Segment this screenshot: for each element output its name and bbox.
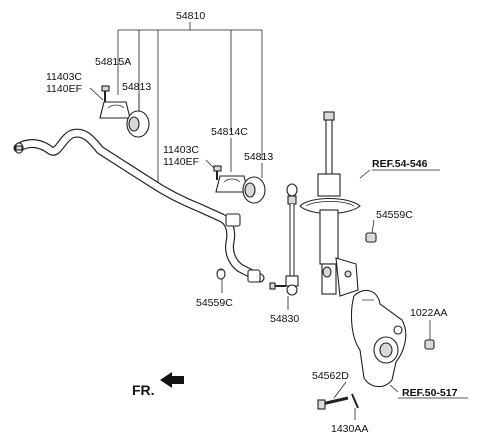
label-nut-knuckle: 1022AA <box>410 307 447 319</box>
label-bolt-left-a: 11403C <box>46 71 82 83</box>
label-bushing-right: 54813 <box>244 151 273 163</box>
bolt-knuckle-part <box>317 396 349 410</box>
label-strut-ref: REF.54-546 <box>372 158 428 170</box>
pin-part <box>351 393 359 409</box>
label-direction: FR. <box>132 382 155 398</box>
front-direction-arrow-icon <box>160 372 184 388</box>
bolt-left-part <box>101 85 110 102</box>
label-assembly: 54810 <box>176 10 205 22</box>
bracket-left-part <box>99 101 131 119</box>
label-nut-upper: 54559C <box>376 209 413 221</box>
label-bolt-knuckle: 54562D <box>312 370 349 382</box>
label-bushing-left: 54813 <box>122 81 151 93</box>
nut-lower-part <box>216 268 226 280</box>
strut-part <box>299 111 361 297</box>
bracket-right-part <box>215 175 249 193</box>
label-bolt-right-a: 11403C <box>163 144 199 156</box>
stabilizer-link-part <box>269 183 299 296</box>
label-link: 54830 <box>270 313 299 325</box>
label-knuckle-ref: REF.50-517 <box>402 387 458 399</box>
bushing-left-part <box>126 110 150 138</box>
label-bracket-right: 54814C <box>211 126 248 138</box>
label-bolt-right-b: 1140EF <box>163 156 199 168</box>
nut-upper-part <box>365 232 377 243</box>
label-bracket-left: 54815A <box>95 56 131 68</box>
label-bolt-left-b: 1140EF <box>46 83 82 95</box>
label-pin: 1430AA <box>331 423 368 435</box>
label-nut-lower: 54559C <box>196 297 233 309</box>
bolt-right-part <box>213 165 222 180</box>
assembly-leader-lines <box>89 22 431 420</box>
bushing-right-part <box>242 176 266 204</box>
knuckle-part <box>350 289 407 388</box>
stabilizer-bar <box>13 128 265 283</box>
nut-knuckle-part <box>424 339 435 350</box>
